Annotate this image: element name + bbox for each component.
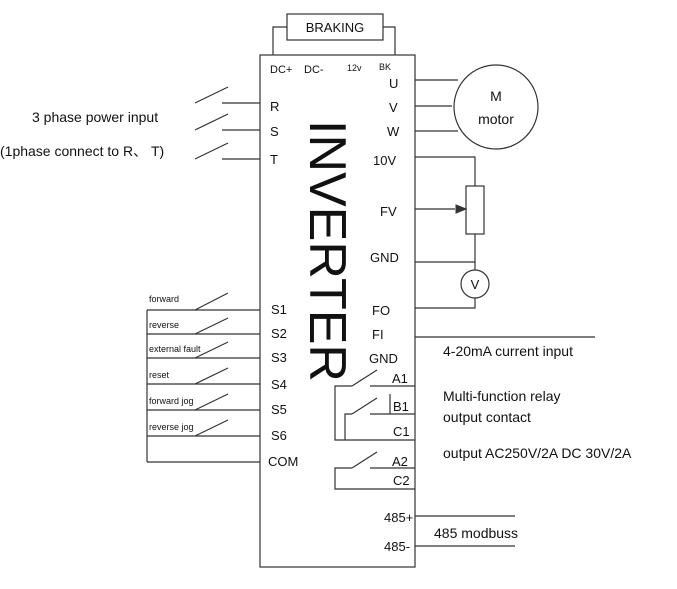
label-reset: reset <box>149 370 170 380</box>
terminal-dc-minus: DC- <box>304 64 324 76</box>
terminal-a1: A1 <box>392 371 408 386</box>
label-reverse-jog: reverse jog <box>149 422 194 432</box>
power-input-note: (1phase connect to R、 T) <box>0 143 164 159</box>
braking-wire-left <box>272 26 287 55</box>
terminal-c1: C1 <box>393 424 410 439</box>
voltmeter-symbol: V <box>471 277 480 292</box>
relay-text-line3: output AC250V/2A DC 30V/2A <box>443 445 632 461</box>
terminal-c2: C2 <box>393 473 410 488</box>
label-external-fault: external fault <box>149 344 201 354</box>
terminal-s3: S3 <box>271 350 287 365</box>
label-reverse: reverse <box>149 320 179 330</box>
inverter-label: INVERTER <box>298 120 356 382</box>
terminal-485-minus: 485- <box>384 539 410 554</box>
terminal-r: R <box>270 99 279 114</box>
current-input-label: 4-20mA current input <box>443 343 573 359</box>
terminal-t: T <box>270 152 278 167</box>
terminal-s: S <box>270 124 279 139</box>
terminal-s4: S4 <box>271 377 287 392</box>
relay-text-line2: output contact <box>443 409 531 425</box>
power-switch-r <box>194 86 260 104</box>
label-forward-jog: forward jog <box>149 396 194 406</box>
terminal-fv: FV <box>380 204 397 219</box>
terminal-v: V <box>389 100 398 115</box>
braking-label: BRAKING <box>306 20 365 35</box>
power-input-label: 3 phase power input <box>32 109 158 125</box>
terminal-s1: S1 <box>271 302 287 317</box>
terminal-bk: BK <box>379 62 391 72</box>
power-switch-s <box>194 113 260 131</box>
terminal-dc-plus: DC+ <box>270 64 292 76</box>
terminal-fi: FI <box>372 327 384 342</box>
terminal-w: W <box>387 124 400 139</box>
potentiometer <box>415 156 485 263</box>
terminal-s6: S6 <box>271 428 287 443</box>
terminal-10v: 10V <box>373 153 396 168</box>
terminal-485-plus: 485+ <box>384 510 413 525</box>
motor-symbol: M <box>490 88 502 104</box>
motor-circle <box>453 64 539 150</box>
terminal-gnd-1: GND <box>370 250 399 265</box>
terminal-gnd-2: GND <box>369 351 398 366</box>
terminal-a2: A2 <box>392 454 408 469</box>
terminal-u: U <box>389 76 398 91</box>
label-forward: forward <box>149 294 179 304</box>
relay-2-contacts <box>334 451 415 490</box>
braking-wire-right <box>383 26 396 55</box>
voltmeter: V <box>415 262 490 309</box>
terminal-12v: 12v <box>347 63 362 73</box>
digital-input-switches <box>146 292 260 463</box>
relay-text-line1: Multi-function relay <box>443 388 561 404</box>
power-switch-t <box>194 142 260 160</box>
terminal-b1: B1 <box>393 399 409 414</box>
terminal-com: COM <box>268 454 298 469</box>
relay-1-contacts <box>334 369 415 441</box>
terminal-s5: S5 <box>271 402 287 417</box>
inverter-box <box>259 54 416 568</box>
rs485-label: 485 modbuss <box>434 525 518 541</box>
terminal-fo: FO <box>372 303 390 318</box>
terminal-s2: S2 <box>271 326 287 341</box>
motor-label: motor <box>478 111 514 127</box>
